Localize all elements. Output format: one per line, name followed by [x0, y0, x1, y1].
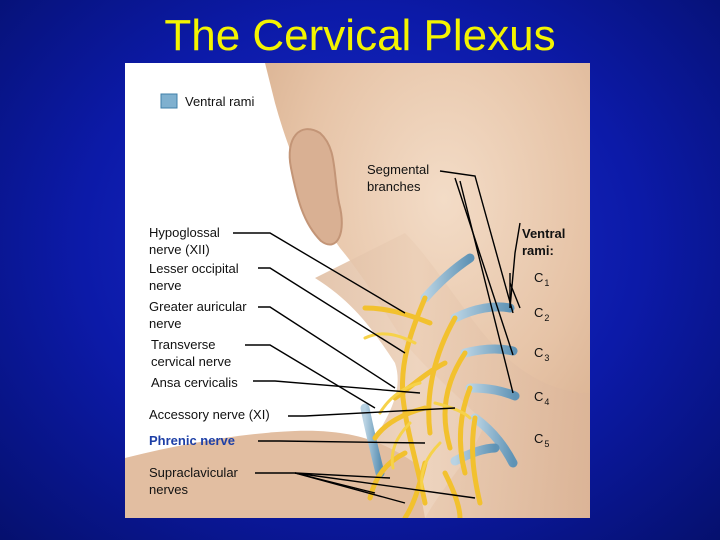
lesser-occipital-label: Lesser occipital nerve [149, 261, 239, 293]
level-c5: C5 [534, 431, 550, 449]
ear-shape [288, 128, 343, 246]
ventral-rami-header: Ventral rami: [522, 226, 566, 258]
legend-label: Ventral rami [185, 94, 255, 109]
ansa-cervicalis-label: Ansa cervicalis [151, 375, 238, 390]
legend-swatch [160, 93, 178, 109]
level-c4: C4 [534, 389, 550, 407]
level-c2: C2 [534, 305, 550, 323]
phrenic-nerve-label: Phrenic nerve [149, 433, 235, 448]
neck-illustration [125, 63, 590, 518]
shoulder-silhouette [125, 430, 425, 518]
hypoglossal-label: Hypoglossal nerve (XII) [149, 225, 220, 257]
segmental-branches-label: Segmental branches [367, 162, 430, 194]
slide-title: The Cervical Plexus [164, 11, 556, 60]
supraclavicular-label: Supraclavicular nerves [149, 465, 238, 497]
level-c1: C1 [534, 270, 550, 288]
greater-auricular-label: Greater auricular nerve [149, 299, 247, 331]
plexus-branches [363, 332, 472, 490]
level-c3: C3 [534, 345, 550, 363]
accessory-nerve-label: Accessory nerve (XI) [149, 407, 270, 422]
transverse-cervical-label: Transverse cervical nerve [151, 337, 232, 369]
leader-lines [233, 170, 521, 504]
figure-panel: Ventral rami Segmental branches Ventral … [125, 63, 590, 518]
